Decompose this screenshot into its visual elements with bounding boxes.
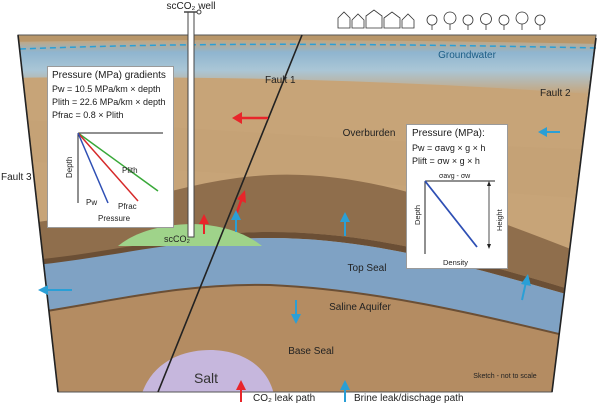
gradient-box-title: Pressure (MPa) gradients xyxy=(52,70,166,81)
pressure-ylabel: Depth xyxy=(413,205,422,225)
gradient-box-line2: Plith = 22.6 MPa/km × depth xyxy=(52,97,166,107)
fault1-label: Fault 1 xyxy=(265,75,296,86)
gradient-xlabel: Pressure xyxy=(98,214,131,223)
fault1-line xyxy=(157,34,303,393)
density-line xyxy=(424,180,478,248)
pressure-height-label: Height xyxy=(495,208,504,231)
brine-leak-arrows xyxy=(38,127,560,324)
base-seal-boundary xyxy=(18,283,596,346)
pressure-delta-label: σavg - σw xyxy=(439,173,471,180)
legend-brine-label: Brine leak/dischage path xyxy=(354,393,464,404)
base-seal-label: Base Seal xyxy=(288,346,334,357)
pressure-gradient-box: Pressure (MPa) gradients Pw = 10.5 MPa/k… xyxy=(47,66,174,228)
label-pw: Pw xyxy=(86,198,97,207)
curve-pw xyxy=(77,132,109,204)
curve-plith xyxy=(77,132,159,192)
label-plith: Plith xyxy=(122,166,138,175)
surface-layer xyxy=(18,35,596,45)
pressure-xlabel: Density xyxy=(443,258,468,267)
saline-aquifer-label: Saline Aquifer xyxy=(329,302,391,313)
well-valve xyxy=(196,9,202,15)
overburden-label: Overburden xyxy=(343,128,396,139)
well-label: scCO₂ well xyxy=(167,1,216,12)
gradient-box-line3: Pfrac = 0.8 × Plith xyxy=(52,110,124,120)
legend-co2-label: CO₂ leak path xyxy=(253,393,315,404)
groundwater-layer xyxy=(18,40,596,95)
pressure-box-title: Pressure (MPa): xyxy=(412,128,485,139)
co2-plume-label: scCO₂ xyxy=(164,234,191,244)
fault3-label: Fault 3 xyxy=(1,172,32,183)
curve-pfrac xyxy=(77,132,139,202)
legend: CO₂ leak path Brine leak/dischage path xyxy=(236,380,464,404)
fault2-label: Fault 2 xyxy=(540,88,571,99)
trees-icon xyxy=(426,11,546,30)
pressure-lift-box: Pressure (MPa): Pw = σavg × g × h Plift … xyxy=(406,124,508,269)
well-casing xyxy=(187,11,195,238)
water-table-line xyxy=(19,43,597,50)
top-seal-label: Top Seal xyxy=(348,263,387,274)
fault3-line xyxy=(17,34,59,393)
fault2-line xyxy=(551,37,597,393)
pressure-box-line1: Pw = σavg × g × h xyxy=(412,143,486,153)
houses-icon xyxy=(337,9,415,29)
scale-note: Sketch - not to scale xyxy=(473,373,537,380)
gradient-box-line1: Pw = 10.5 MPa/km × depth xyxy=(52,84,161,94)
pressure-box-line2: Plift = σw × g × h xyxy=(412,156,480,166)
gradient-mini-chart: Depth Pressure Plith Pw Pfrac xyxy=(65,132,163,223)
pressure-mini-chart: σavg - σw Depth Density Height xyxy=(413,173,504,267)
label-pfrac: Pfrac xyxy=(118,202,137,211)
gradient-ylabel: Depth xyxy=(65,157,74,178)
groundwater-label: Groundwater xyxy=(438,50,496,61)
salt-label: Salt xyxy=(194,370,218,386)
